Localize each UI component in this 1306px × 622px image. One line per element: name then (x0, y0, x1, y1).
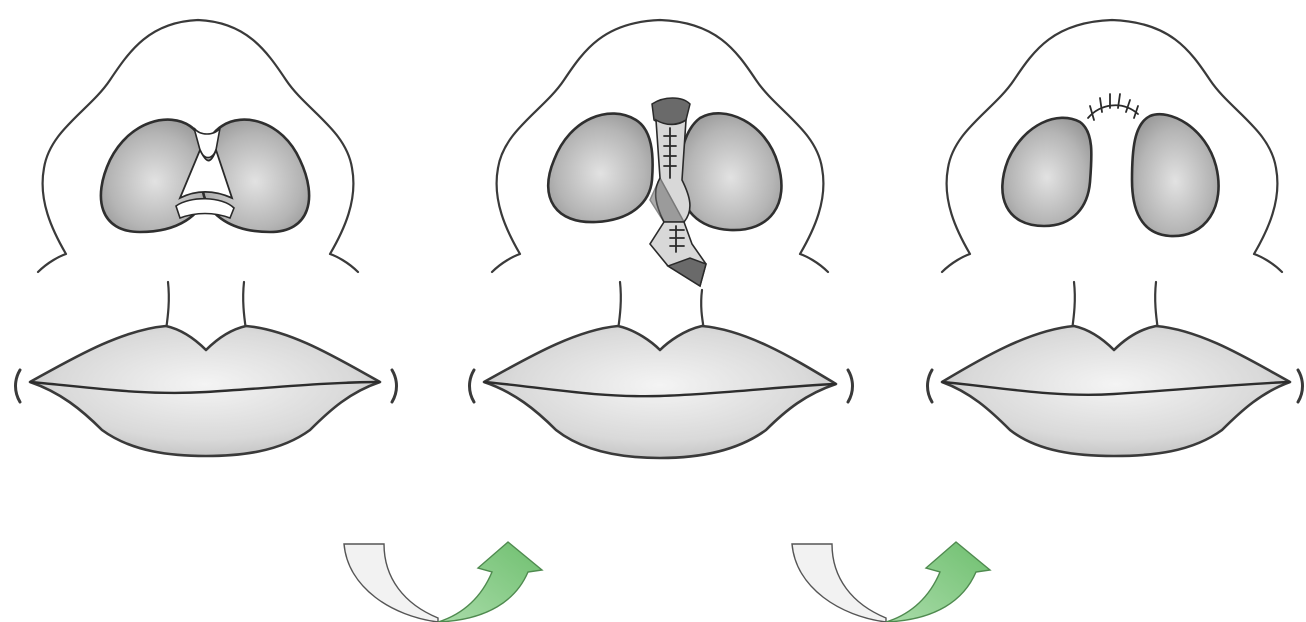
philtrum-left (618, 282, 621, 330)
cheek-left-mark (470, 370, 475, 402)
lips (942, 326, 1290, 456)
arrow-head-green (886, 542, 990, 622)
philtrum-right (701, 290, 704, 330)
lips (484, 326, 836, 458)
curved-arrow-icon (344, 542, 542, 622)
arrow-tail-white (792, 544, 886, 622)
columella-suture-arc (1088, 105, 1138, 118)
columella-base (176, 199, 234, 218)
nostril-right (1132, 114, 1219, 236)
panel-flap-suture (470, 20, 853, 458)
cheek-left-mark (928, 370, 933, 402)
panel-before (16, 20, 397, 456)
philtrum-right (1155, 282, 1158, 330)
cheek-right-mark (848, 370, 853, 402)
panel-after (928, 20, 1303, 456)
nose-outline (942, 20, 1282, 272)
cheek-right-mark (392, 370, 397, 402)
columella-suture-stitches (1090, 94, 1138, 120)
curved-arrow-icon (792, 542, 990, 622)
nostril-right (680, 113, 782, 230)
philtrum-left (166, 282, 169, 330)
cheek-right-mark (1298, 370, 1303, 402)
nostril-left (548, 114, 652, 223)
nostril-left (1002, 118, 1091, 226)
philtrum-left (1072, 282, 1075, 330)
arrow-tail-white (344, 544, 438, 622)
arrow-head-green (438, 542, 542, 622)
cheek-left-mark (16, 370, 21, 402)
philtrum-right (243, 282, 246, 330)
